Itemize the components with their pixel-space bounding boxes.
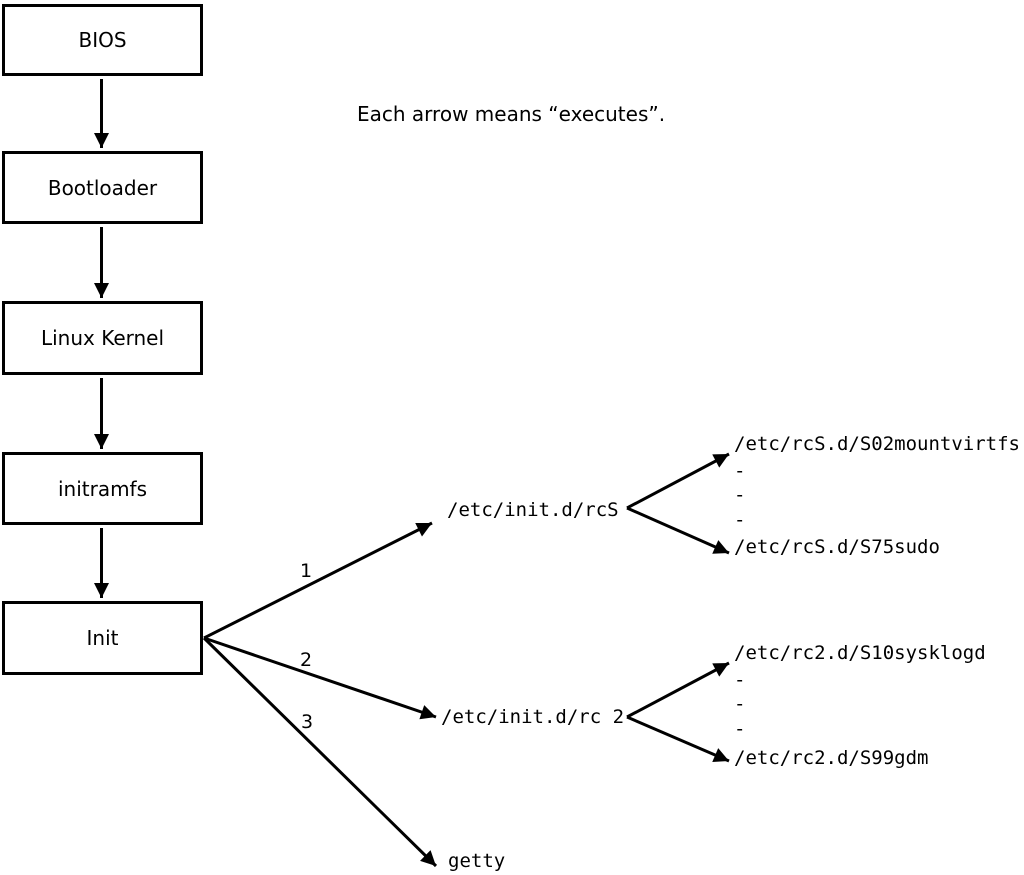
node-linux-kernel-label: Linux Kernel	[40, 326, 165, 350]
label-rc2-script: /etc/init.d/rc 2	[441, 706, 625, 728]
label-rcs-ellipsis-dash-2: -	[734, 484, 746, 506]
label-rc2-ellipsis-dash-3: -	[734, 718, 746, 740]
arrow-init-to-rc2	[203, 636, 437, 720]
arrow-number-3: 3	[300, 711, 314, 733]
arrow-init-to-rcs	[203, 521, 433, 640]
node-bootloader-label: Bootloader	[47, 175, 158, 200]
label-rc2-ellipsis-dash-1: -	[734, 669, 746, 691]
label-rcs-ellipsis-dash-1: -	[734, 460, 746, 482]
label-rcs-ellipsis-dash-3: -	[734, 509, 746, 531]
node-initramfs: initramfs	[2, 452, 203, 525]
label-rcs-first-child: /etc/rcS.d/S02mountvirtfs	[734, 433, 1020, 455]
label-getty: getty	[448, 850, 506, 872]
arrow-rcs-to-s02mountvirtfs	[626, 452, 730, 510]
arrow-rcs-to-s75sudo	[626, 506, 730, 555]
label-rc2-last-child: /etc/rc2.d/S99gdm	[734, 747, 929, 769]
arrow-rc2-to-s10sysklogd	[626, 661, 730, 719]
node-bios-label: BIOS	[78, 28, 127, 52]
arrow-init-to-getty	[202, 636, 438, 868]
legend-caption: Each arrow means “executes”.	[357, 102, 666, 126]
arrow-number-1: 1	[299, 560, 313, 582]
node-init: Init	[2, 601, 203, 675]
label-rcs-last-child: /etc/rcS.d/S75sudo	[734, 536, 940, 558]
node-linux-kernel: Linux Kernel	[2, 301, 203, 375]
node-bios: BIOS	[2, 4, 203, 76]
label-rc2-first-child: /etc/rc2.d/S10sysklogd	[734, 642, 986, 664]
node-initramfs-label: initramfs	[57, 476, 148, 501]
arrow-rc2-to-s99gdm	[626, 715, 730, 763]
node-bootloader: Bootloader	[2, 151, 203, 224]
label-rcs-script: /etc/init.d/rcS	[447, 499, 619, 521]
label-rc2-ellipsis-dash-2: -	[734, 693, 746, 715]
node-init-label: Init	[86, 626, 119, 650]
arrow-number-2: 2	[299, 649, 313, 671]
